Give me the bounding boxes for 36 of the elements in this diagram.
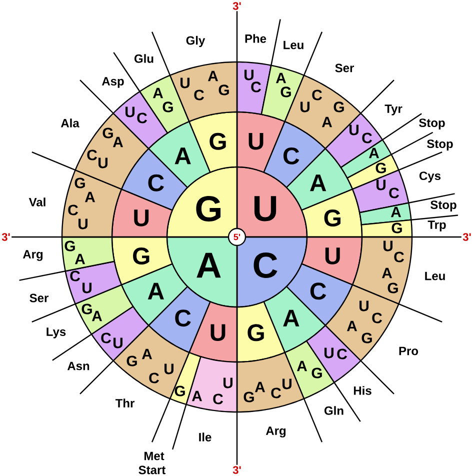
amino-acid-label: Asp: [102, 77, 124, 88]
amino-acid-label: Gln: [324, 406, 344, 415]
amino-acid-label: Start: [138, 466, 166, 474]
amino-acid-label: Pro: [399, 346, 418, 356]
amino-acid-label: Arg: [22, 250, 43, 261]
amino-acid-label: Met: [144, 452, 164, 460]
axis-line: [236, 11, 238, 228]
amino-acid-label: Tyr: [384, 104, 402, 116]
amino-acid-label: Phe: [245, 34, 266, 43]
amino-acid-label: Lys: [46, 328, 66, 338]
amino-acid-label: Ser: [30, 294, 48, 302]
end-label: 3': [462, 233, 471, 241]
amino-acid-label: Stop: [427, 140, 453, 150]
codon-segment: G A: [61, 236, 115, 272]
amino-acid-label: Stop: [430, 200, 456, 212]
codon-segment: G A C U: [61, 169, 122, 238]
end-label: 3': [2, 233, 10, 241]
amino-acid-label: His: [354, 386, 372, 395]
amino-acid-label: Stop: [419, 118, 445, 130]
amino-acid-label: Ile: [199, 432, 212, 442]
amino-acid-label: Gly: [186, 36, 206, 48]
amino-acid-label: Ser: [335, 64, 354, 72]
amino-acid-label: Asn: [67, 362, 90, 370]
amino-acid-label: Glu: [134, 54, 154, 63]
end-label: 3': [232, 2, 241, 10]
amino-acid-label: Cys: [419, 172, 441, 182]
end-label: 3': [232, 466, 241, 474]
amino-acid-label: Thr: [115, 398, 134, 408]
axis-line: [246, 236, 462, 238]
amino-acid-label: Val: [28, 198, 46, 206]
amino-acid-label: Trp: [428, 220, 446, 232]
amino-acid-label: Leu: [425, 272, 445, 280]
axis-line: [12, 236, 228, 238]
axis-line: [236, 246, 238, 465]
amino-acid-label: Leu: [284, 40, 304, 50]
amino-acid-label: Arg: [266, 426, 286, 438]
